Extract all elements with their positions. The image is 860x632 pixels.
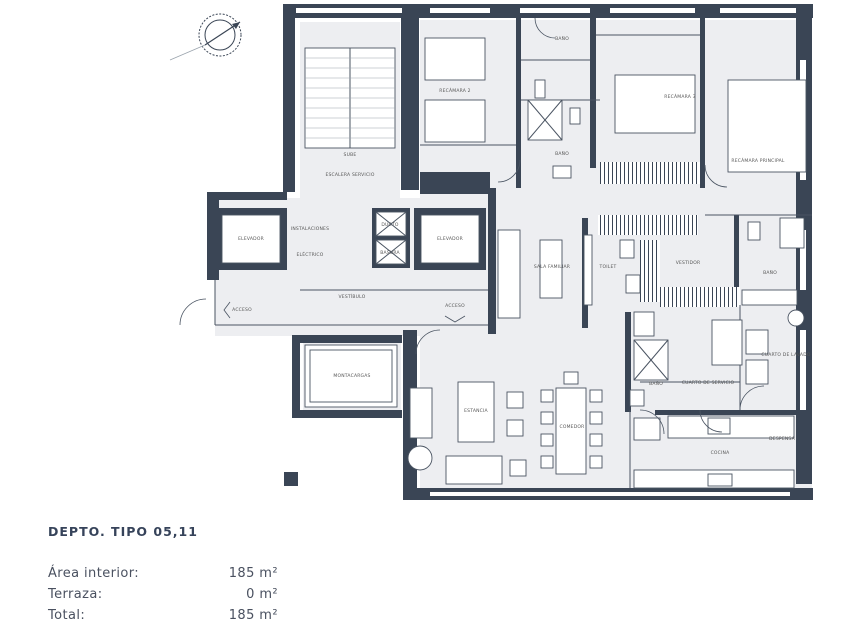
label-vestidor: VESTIDOR: [676, 260, 701, 266]
ducts: [372, 208, 410, 268]
area-value: 185 m²: [228, 608, 278, 623]
unit-title: DEPTO. TIPO 05,11: [48, 524, 198, 539]
area-row-terraza: Terraza: 0 m²: [48, 587, 278, 607]
column-marker: [284, 472, 298, 486]
room-labels: BAÑO RECÁMARA 2 RECÁMARA 3 RECÁMARA PRIN…: [232, 35, 811, 456]
label-electrico: ELÉCTRICO: [296, 250, 323, 258]
label-bano-servicio: BAÑO: [649, 380, 663, 387]
label-acceso-right: ACCESO: [445, 303, 465, 309]
label-cocina: COCINA: [711, 450, 731, 456]
label-basura: BASURA: [380, 250, 400, 256]
north-arrow-icon: [169, 13, 242, 61]
area-value: 0 m²: [246, 587, 278, 602]
label-escalera: ESCALERA SERVICIO: [325, 172, 374, 178]
label-acceso-left: ACCESO: [232, 307, 252, 313]
label-cuarto-servicio: CUARTO DE SERVICIO: [682, 380, 735, 386]
bath-fixtures: [527, 79, 805, 407]
label-comedor: COMEDOR: [560, 424, 585, 430]
label-estancia: ESTANCIA: [464, 408, 488, 414]
label-sala-familiar: SALA FAMILIAR: [534, 264, 570, 270]
area-label: Área interior:: [48, 566, 140, 581]
label-recamara-2: RECÁMARA 2: [439, 87, 470, 94]
label-bano-right: BAÑO: [763, 269, 777, 276]
label-sube: SUBE: [344, 152, 357, 158]
elevator-left: [215, 208, 287, 270]
living-furniture: [407, 229, 603, 485]
label-bano-top: BAÑO: [555, 35, 569, 42]
beds: [424, 37, 807, 366]
label-vestibulo: VESTÍBULO: [339, 293, 366, 300]
label-bano-mid: BAÑO: [555, 150, 569, 157]
label-elevador-right: ELEVADOR: [437, 236, 463, 242]
label-elevador-left: ELEVADOR: [238, 236, 264, 242]
service-stair: [304, 47, 396, 149]
label-instalaciones: INSTALACIONES: [291, 226, 329, 232]
freight-elevator: [304, 344, 398, 408]
area-value: 185 m²: [228, 566, 278, 581]
area-row-total: Total: 185 m²: [48, 608, 278, 628]
label-recamara-principal: RECÁMARA PRINCIPAL: [731, 157, 785, 164]
label-montacargas: MONTACARGAS: [333, 373, 370, 379]
label-toilet: TOILET: [599, 264, 617, 270]
area-label: Total:: [48, 608, 86, 623]
kitchen-counters: [633, 415, 795, 489]
label-ducto: DUCTO: [381, 222, 398, 228]
label-recamara-3: RECÁMARA 3: [664, 93, 695, 100]
walls: [207, 4, 813, 500]
label-cuarto-lavado: CUARTO DE LAVADO: [761, 352, 811, 358]
doors: [179, 17, 765, 435]
area-label: Terraza:: [48, 587, 103, 602]
label-despensa: DESPENSA: [769, 436, 795, 442]
floor-plan: BAÑO RECÁMARA 2 RECÁMARA 3 RECÁMARA PRIN…: [169, 4, 813, 500]
elevator-right: [414, 208, 486, 270]
area-row-interior: Área interior: 185 m²: [48, 566, 278, 586]
